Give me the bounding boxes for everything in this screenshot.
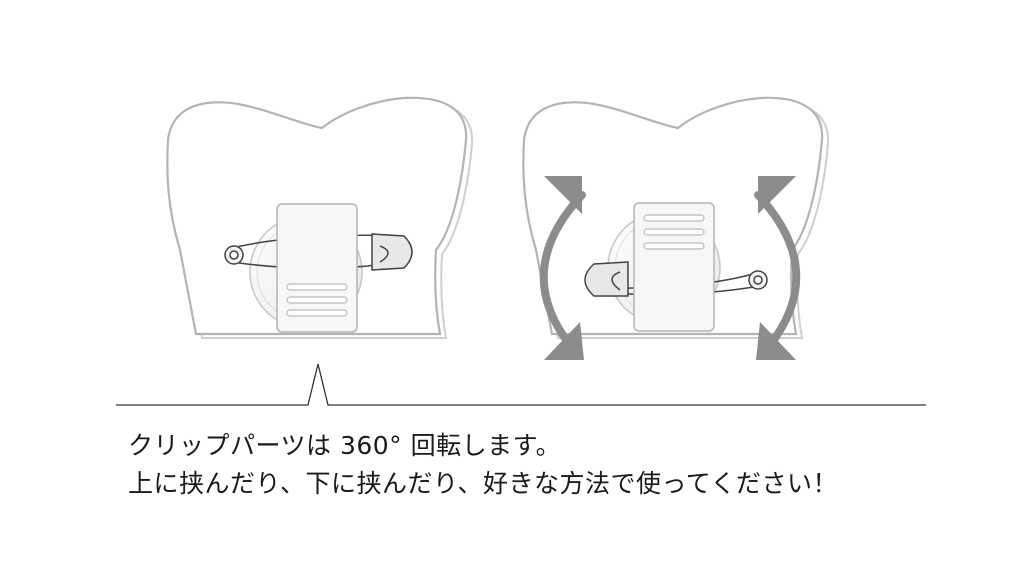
clip-part-right: [633, 202, 715, 332]
badge-left: [166, 96, 474, 339]
safety-pin-right: [584, 261, 768, 297]
caption-line-2: 上に挟んだり、下に挟んだり、好きな方法で使ってください！: [128, 469, 839, 498]
caption-line-1: クリップパーツは 360° 回転します。: [128, 431, 562, 460]
clip-part-left: [276, 203, 358, 333]
rotation-arrow-left-icon: [539, 176, 586, 360]
rotation-arrow-right-icon: [754, 176, 801, 360]
safety-pin-left: [224, 233, 413, 271]
badge-right: [522, 96, 830, 360]
callout-line: [116, 363, 926, 406]
